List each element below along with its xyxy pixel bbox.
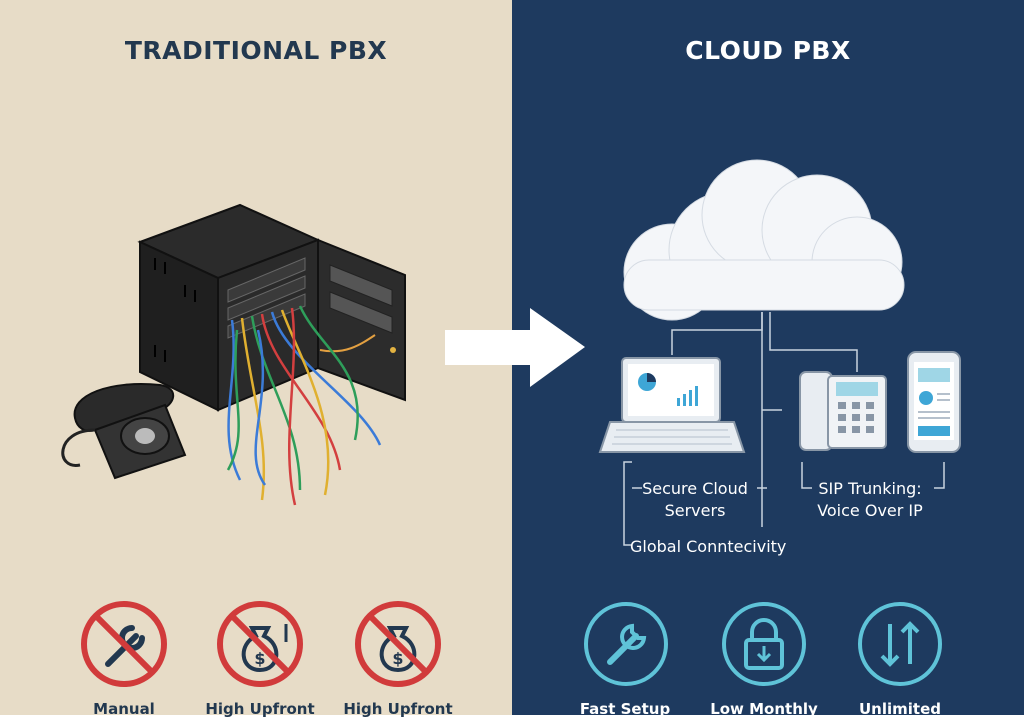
- smartphone-icon: [907, 351, 961, 453]
- padlock-icon: [722, 602, 806, 686]
- rotary-telephone-icon: [61, 383, 187, 480]
- global-connectivity-label: Global Conntecivity: [630, 537, 787, 556]
- money-bag-prohibited-icon: $: [355, 601, 441, 687]
- feature-label-manual: Manual: [93, 700, 155, 718]
- secure-cloud-servers-label: Secure Cloud Servers: [642, 479, 748, 520]
- up-down-arrows-icon: [858, 602, 942, 686]
- svg-text:$: $: [254, 649, 265, 668]
- traditional-pbx-title: TRADITIONAL PBX: [124, 36, 388, 65]
- cloud-network-illustration: [598, 159, 961, 546]
- wrench-icon: [584, 602, 668, 686]
- feature-label-unlimited: Unlimited: [859, 700, 941, 718]
- wrench-prohibited-icon: [81, 601, 167, 687]
- desk-phone-icon: [799, 371, 887, 451]
- feature-label-high-upfront-2: High Upfront: [343, 700, 453, 718]
- feature-label-low-monthly: Low Monthly: [710, 700, 818, 718]
- feature-label-fast-setup: Fast Setup: [579, 700, 671, 718]
- tangled-wires-icon: [226, 305, 382, 506]
- feature-label-high-upfront: High Upfront: [205, 700, 315, 718]
- money-bag-prohibited-icon: $: [217, 601, 303, 687]
- server-cabinet-icon: [137, 203, 406, 412]
- svg-text:$: $: [392, 649, 403, 668]
- traditional-pbx-panel: TRADITIONAL PBX: [0, 0, 512, 718]
- pbx-cabinet-illustration: [61, 203, 406, 506]
- cloud-pbx-title: CLOUD PBX: [685, 36, 851, 65]
- laptop-icon: [598, 357, 746, 453]
- transition-arrow-icon: [445, 308, 585, 387]
- cloud-pbx-panel: CLOUD PBX: [512, 0, 1024, 718]
- sip-trunking-label: SIP Trunking: Voice Over IP: [817, 479, 923, 520]
- cloud-icon: [623, 159, 905, 321]
